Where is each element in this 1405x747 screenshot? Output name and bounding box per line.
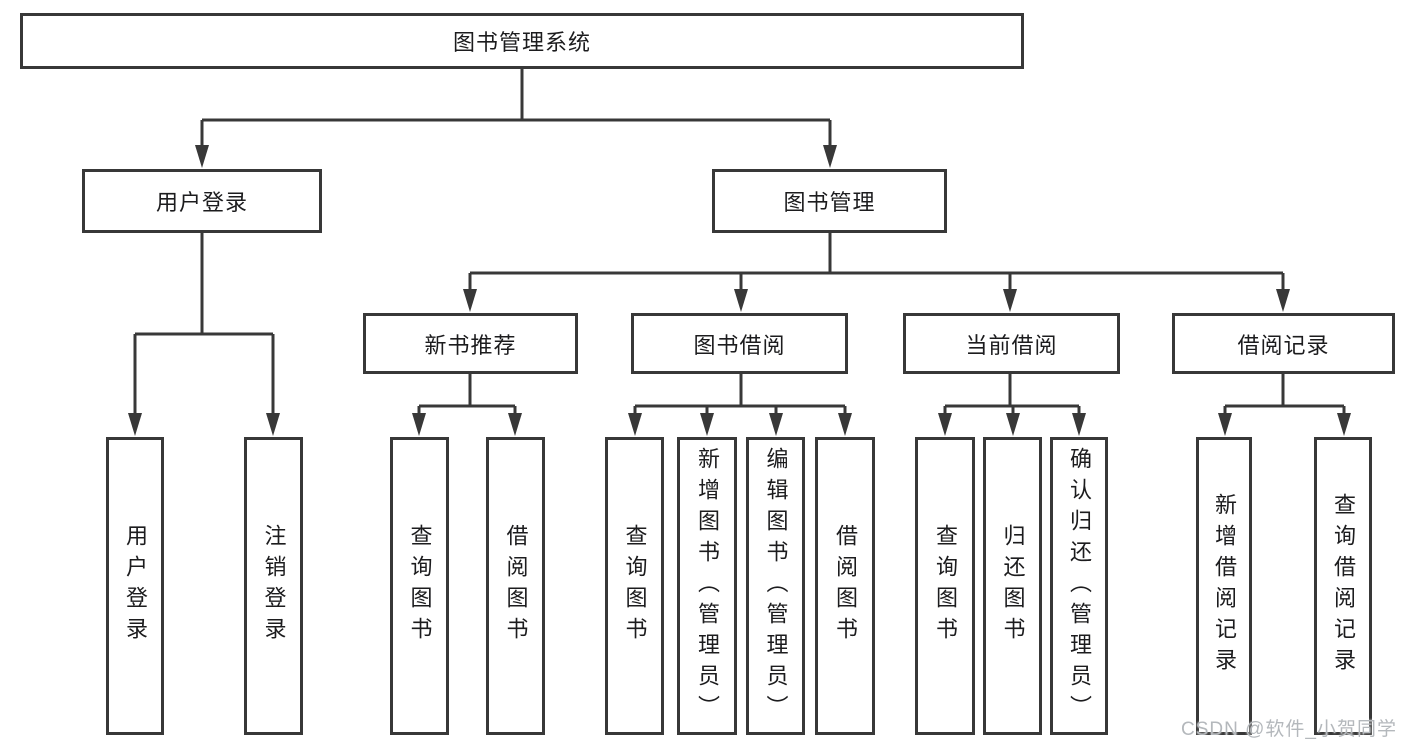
arrowhead: [1003, 289, 1017, 312]
leaf-label: 查询图书: [407, 524, 433, 648]
arrowhead: [1276, 289, 1290, 312]
connector-new-book-split: [417, 374, 517, 416]
arrowhead: [1006, 413, 1020, 436]
leaf-label: 查询图书: [933, 524, 958, 648]
leaf-label: 归还图书: [1000, 524, 1026, 648]
leaf-edit-books-admin: 编辑图书（管理员）: [746, 437, 805, 735]
leaf-query-books-borrow: 查询图书: [605, 437, 664, 735]
node-new-book-recommendation: 新书推荐: [363, 313, 578, 374]
leaf-add-borrow-record: 新增借阅记录: [1196, 437, 1252, 735]
arrowhead: [195, 145, 209, 168]
leaf-label: 查询借阅记录: [1331, 493, 1356, 679]
leaf-query-books-recommend: 查询图书: [390, 437, 449, 735]
leaf-label: 注销登录: [261, 524, 287, 648]
leaf-add-books-admin: 新增图书（管理员）: [677, 437, 737, 735]
node-book-management: 图书管理: [712, 169, 947, 233]
arrowhead: [1072, 413, 1086, 436]
leaf-label: 查询图书: [622, 524, 648, 648]
arrowhead: [823, 145, 837, 168]
node-library-management-system: 图书管理系统: [20, 13, 1024, 69]
connector-user-login-split: [133, 233, 275, 416]
connector-borrow-records-split: [1223, 374, 1346, 416]
leaf-user-login: 用户登录: [106, 437, 164, 735]
node-book-borrowing: 图书借阅: [631, 313, 848, 374]
arrowhead: [412, 413, 426, 436]
arrowhead: [463, 289, 477, 312]
arrowhead: [938, 413, 952, 436]
arrowhead: [1218, 413, 1232, 436]
leaf-borrow-books-recommend: 借阅图书: [486, 437, 545, 735]
connector-root-to-level2: [200, 69, 832, 148]
leaf-label: 借阅图书: [833, 524, 858, 648]
node-user-login: 用户登录: [82, 169, 322, 233]
leaf-label: 新增借阅记录: [1212, 493, 1237, 679]
node-current-borrowing: 当前借阅: [903, 313, 1120, 374]
leaf-query-borrow-record: 查询借阅记录: [1314, 437, 1372, 735]
leaf-return-books: 归还图书: [983, 437, 1042, 735]
leaf-borrow-books: 借阅图书: [815, 437, 875, 735]
arrowhead: [128, 413, 142, 436]
arrowhead: [700, 413, 714, 436]
leaf-confirm-return-admin: 确认归还（管理员）: [1050, 437, 1108, 735]
watermark-text: CSDN @软件_小贺同学: [1181, 719, 1397, 740]
leaf-label: 新增图书（管理员）: [695, 446, 720, 726]
arrowhead: [508, 413, 522, 436]
node-borrowing-records: 借阅记录: [1172, 313, 1395, 374]
arrowhead: [266, 413, 280, 436]
leaf-logout-login: 注销登录: [244, 437, 303, 735]
arrowhead: [734, 289, 748, 312]
arrowhead: [628, 413, 642, 436]
leaf-label: 编辑图书（管理员）: [763, 446, 789, 726]
connector-book-management-split: [468, 233, 1285, 292]
arrowhead: [769, 413, 783, 436]
leaf-query-books-current: 查询图书: [915, 437, 975, 735]
arrowhead: [1337, 413, 1351, 436]
leaf-label: 用户登录: [123, 524, 148, 648]
connector-book-borrowing-split: [633, 374, 847, 416]
connector-current-borrowing-split: [943, 374, 1081, 416]
leaf-label: 确认归还（管理员）: [1067, 446, 1092, 726]
arrowhead: [838, 413, 852, 436]
leaf-label: 借阅图书: [503, 524, 529, 648]
